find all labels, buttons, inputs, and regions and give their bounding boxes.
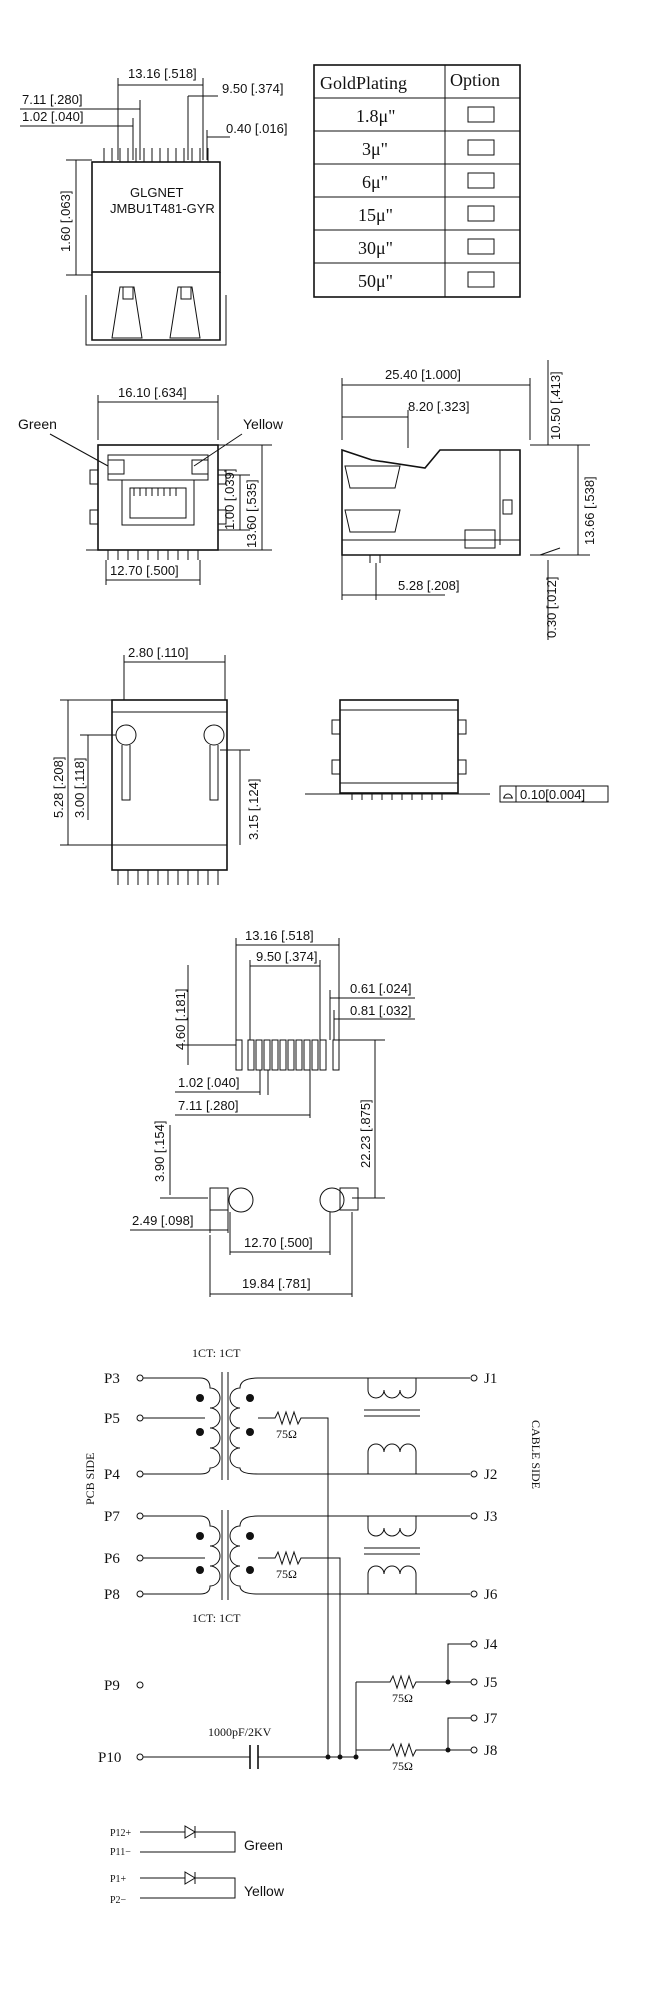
plating-value: 3μ" [362,139,388,159]
resistor-label: 75Ω [276,1427,297,1441]
dim-side-13-66: 13.66 [.538] [582,476,597,545]
dim-top-1-60: 1.60 [.063] [58,191,73,252]
part-number-text: JMBU1T481-GYR [110,201,215,216]
pin-label: P6 [104,1551,120,1567]
led-diode-yellow-icon [184,1871,196,1885]
ratio-top: 1CT: 1CT [192,1346,241,1360]
dim-pcb-12-70: 12.70 [.500] [244,1235,313,1250]
dim-front-13-60: 13.60 [.535] [244,479,259,548]
dim-bottom-5-28: 5.28 [.208] [51,757,66,818]
option-checkbox[interactable] [467,205,495,222]
option-checkbox[interactable] [467,139,495,156]
dim-top-7-11: 7.11 [.280] [22,92,82,107]
pin-label: P7 [104,1509,120,1525]
dim-front-12-70: 12.70 [.500] [110,563,179,578]
plating-value: 1.8μ" [356,106,396,126]
brand-text: GLGNET [130,185,184,200]
dim-pcb-22-23: 22.23 [.875] [358,1099,373,1168]
flatness-icon [503,793,513,799]
plating-value: 30μ" [358,238,393,258]
pcb-layout: 13.16 [.518] 9.50 [.374] 4.60 [.181] 0.6… [130,928,415,1297]
pin-label: J4 [484,1637,498,1653]
led-diode-green-icon [184,1825,196,1839]
flatness-value: 0.10[0.004] [520,787,585,802]
dim-side-8-20: 8.20 [.323] [408,399,469,414]
led-circuit: P12+ P11− P1+ P2− Green Yellow [110,1825,285,1906]
dim-bottom-3-15: 3.15 [.124] [246,779,261,840]
mounting-pad-left [209,1187,229,1211]
pin-label: J6 [484,1587,498,1603]
pin-label: J2 [484,1467,497,1483]
pin-label: P9 [104,1678,120,1694]
dim-bottom-3-00: 3.00 [.118] [72,758,87,818]
top-view: 13.16 [.518] 9.50 [.374] 7.11 [.280] 1.0… [20,66,287,346]
gold-plating-table: GoldPlating Option 1.8μ" 3μ" 6μ" 15μ" 30… [313,64,521,298]
led-pin-label: P1+ [110,1874,127,1885]
led-label-yellow: Yellow [243,416,284,432]
pin-label: P4 [104,1467,120,1483]
dim-pcb-2-49: 2.49 [.098] [132,1213,193,1228]
pin-label: J8 [484,1743,497,1759]
dim-side-length: 25.40 [1.000] [385,367,461,382]
cable-side-label: CABLE SIDE [529,1420,543,1489]
resistor-label: 75Ω [392,1691,413,1705]
dim-pcb-0-61: 0.61 [.024] [350,981,411,996]
resistor-label: 75Ω [392,1759,413,1773]
dim-top-1-02: 1.02 [.040] [22,109,83,124]
option-checkbox[interactable] [467,271,495,288]
pin-label: P5 [104,1411,120,1427]
dim-pcb-3-90: 3.90 [.154] [152,1121,167,1182]
led-color-yellow: Yellow [244,1883,285,1899]
dim-bottom-2-80: 2.80 [.110] [128,645,188,660]
plating-value: 15μ" [358,205,393,225]
dim-pcb-19-84: 19.84 [.781] [242,1276,311,1291]
plating-value: 50μ" [358,271,393,291]
dim-side-10-50: 10.50 [.413] [548,371,563,440]
bottom-view: 2.80 [.110] 5.28 [.208] 3.00 [.118] 3.15… [51,645,261,885]
pin-label: P3 [104,1371,120,1387]
mounting-pad-right [339,1187,359,1211]
pin-label: J3 [484,1509,497,1525]
ratio-bottom: 1CT: 1CT [192,1611,241,1625]
dim-top-width: 13.16 [.518] [128,66,197,81]
pcb-side-label: PCB SIDE [83,1453,97,1505]
led-label-green: Green [18,416,57,432]
header-option: Option [450,70,500,90]
pin-label: P8 [104,1587,120,1603]
dim-pcb-0-81: 0.81 [.032] [350,1003,411,1018]
option-checkbox[interactable] [467,106,495,123]
dim-side-0-30: 0.30 [.012] [544,577,559,638]
schematic: 1CT: 1CT 1CT: 1CT P3 P5 P4 P7 P6 P8 P9 P… [83,1346,543,1773]
side-view: 25.40 [1.000] 8.20 [.323] 10.50 [.413] 1… [341,360,597,640]
dim-pcb-9-50: 9.50 [.374] [256,949,317,964]
pin-label: J5 [484,1675,497,1691]
option-checkbox[interactable] [467,172,495,189]
dim-front-1-00: 1.00 [.039] [222,469,237,530]
led-color-green: Green [244,1837,283,1853]
rear-view: 0.10[0.004] [305,699,609,803]
dim-pcb-1-02: 1.02 [.040] [178,1075,239,1090]
header-goldplating: GoldPlating [320,73,407,93]
plating-value: 6μ" [362,172,388,192]
resistor-label: 75Ω [276,1567,297,1581]
mounting-hole-left [228,1187,254,1213]
pin-label: J7 [484,1711,498,1727]
capacitor-label: 1000pF/2KV [208,1725,272,1739]
mounting-hole-right [319,1187,345,1213]
dim-pcb-7-11: 7.11 [.280] [178,1098,238,1113]
dim-pcb-13-16: 13.16 [.518] [245,928,314,943]
dim-pcb-4-60: 4.60 [.181] [173,989,188,1050]
pin-label: J1 [484,1371,497,1387]
front-view: 16.10 [.634] Green Yellow [18,385,284,585]
dim-side-5-28: 5.28 [.208] [398,578,459,593]
dim-front-width: 16.10 [.634] [118,385,187,400]
led-pin-label: P2− [110,1895,127,1906]
option-checkbox[interactable] [467,238,495,255]
dim-top-9-50: 9.50 [.374] [222,81,283,96]
led-pin-label: P11− [110,1847,131,1858]
dim-top-0-40: 0.40 [.016] [226,121,287,136]
pin-label: P10 [98,1750,121,1766]
led-pin-label: P12+ [110,1828,132,1839]
